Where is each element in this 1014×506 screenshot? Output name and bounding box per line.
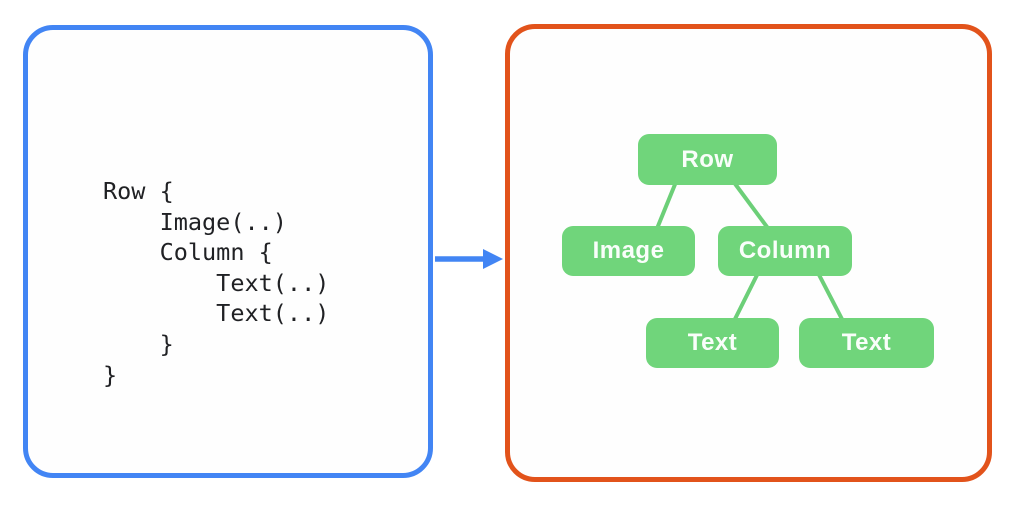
code-panel: Row { Image(..) Column { Text(..) Text(.… [23,25,433,478]
tree-node-label: Image [592,237,665,264]
code-line: } [103,329,174,358]
tree-node-label: Text [841,329,892,356]
tree-node-text-2: Text [799,318,934,368]
tree-node-image: Image [562,226,695,276]
tree-edges [654,175,846,324]
tree-node-label: Column [738,237,832,264]
code-line: } [103,360,118,389]
tree-node-row: Row [638,134,777,185]
code-line: Column { [103,238,273,267]
code-line: Row { [103,177,174,205]
ui-tree-panel: Row Image Column Text Text [505,24,992,482]
tree-node-label: Text [687,329,738,356]
tree-edge-row-column [728,175,772,233]
tree-edge-row-image [654,176,680,232]
tree-node-text-1: Text [646,318,779,368]
tree-node-label: Row [681,145,734,173]
tree-node-column: Column [718,226,852,276]
code-line: Image(..) [103,207,287,236]
arrow-right-icon [435,249,503,269]
tree-edge-column-text2 [814,268,846,324]
tree-edge-column-text1 [731,268,762,324]
code-line: Text(..) [103,299,330,328]
code-line: Text(..) [103,268,330,297]
code-block: Row { Image(..) Column { Text(..) Text(.… [103,176,329,390]
